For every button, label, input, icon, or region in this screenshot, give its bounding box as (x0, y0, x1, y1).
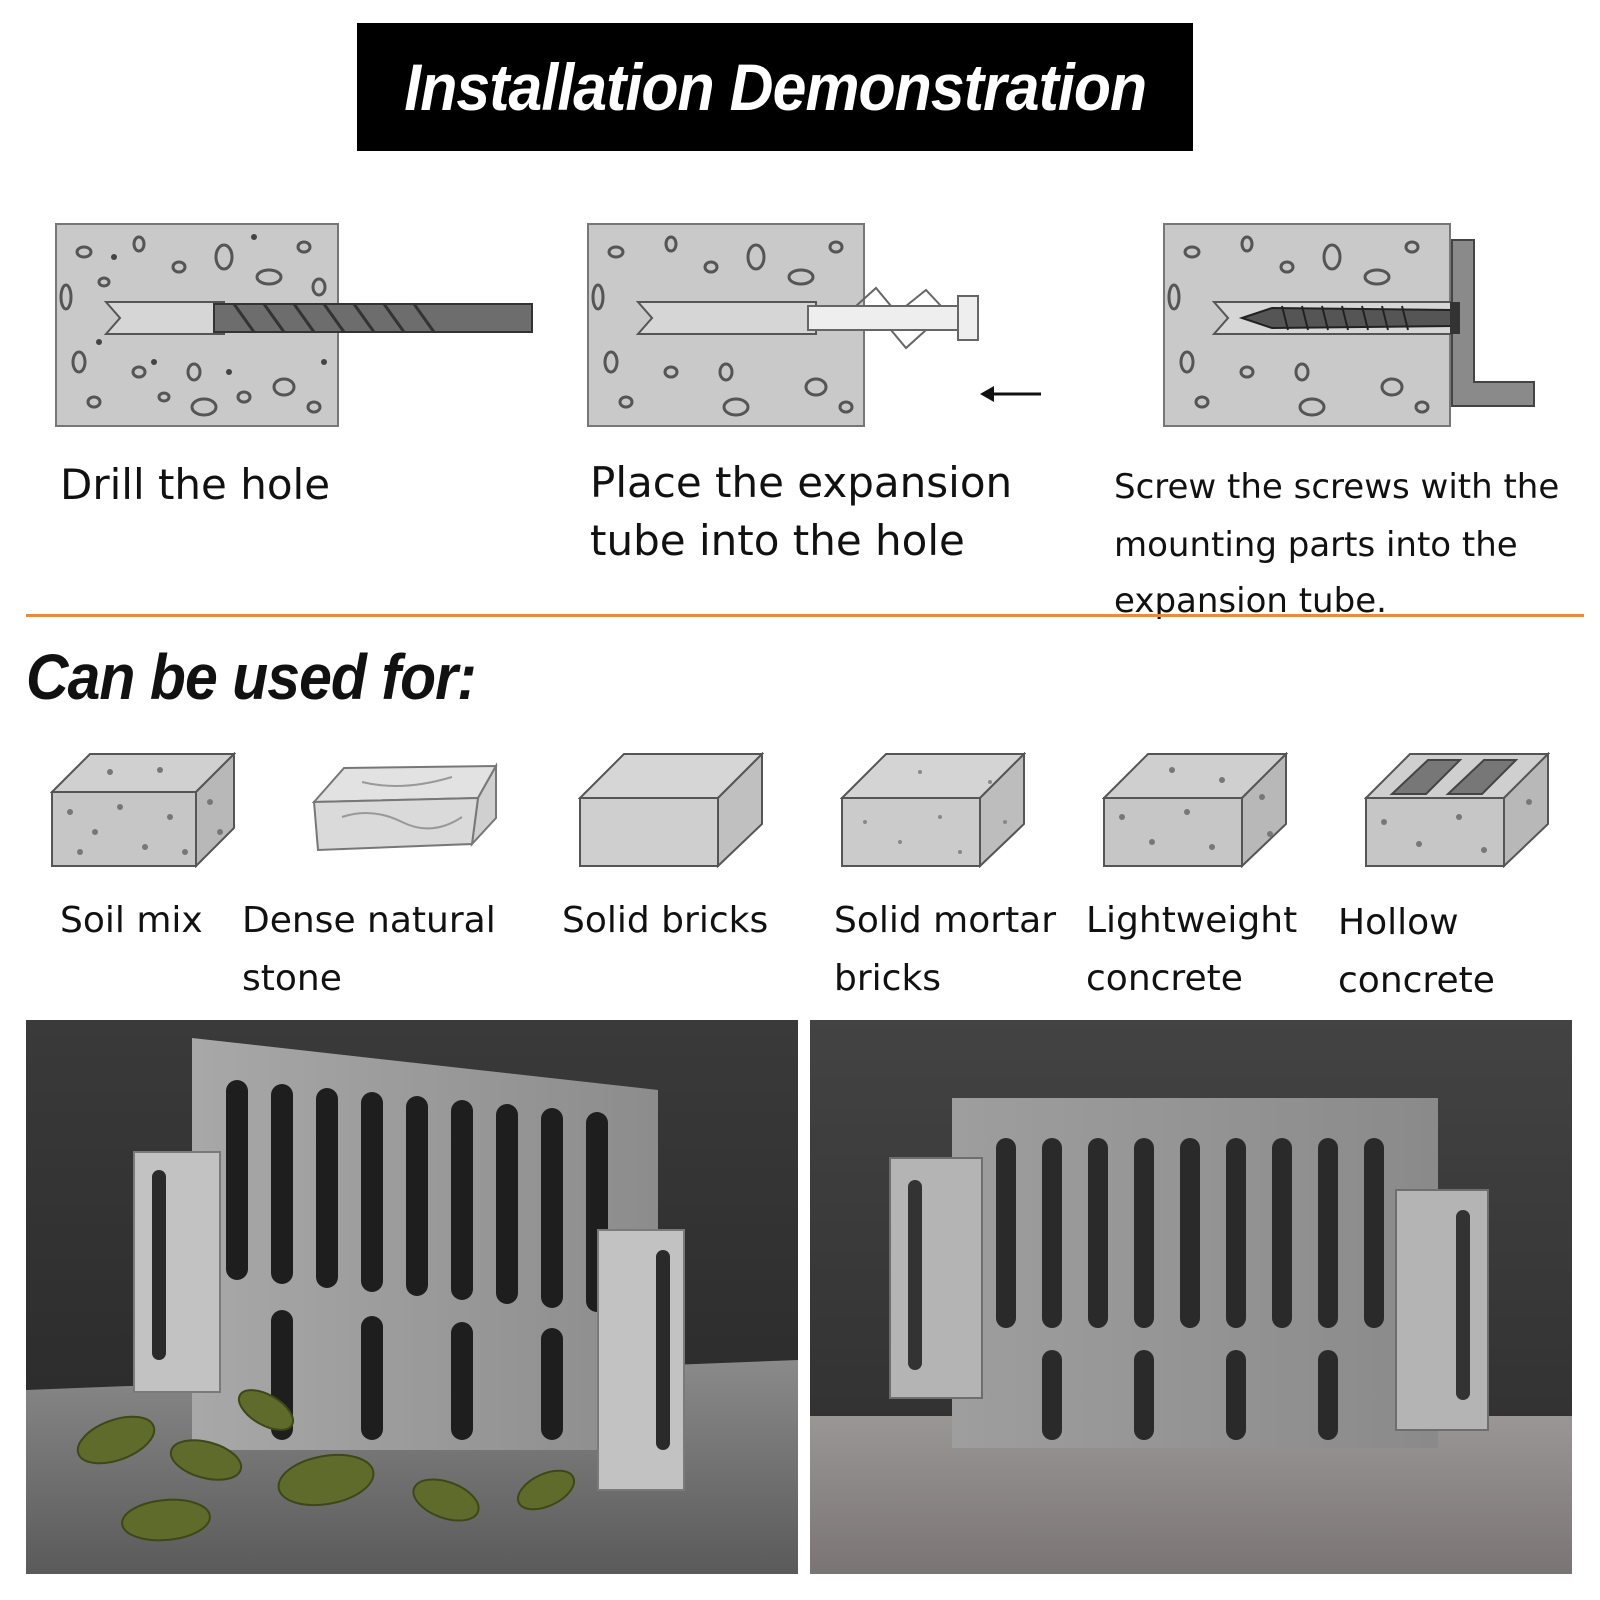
step-2-caption-line2: tube into the hole (590, 516, 965, 565)
material-label-hollow-concrete-bricks: Hollow (1338, 902, 1459, 943)
screw-mounting-illustration (1163, 223, 1535, 427)
material-label-solid-mortar-bricks: Solid mortar (834, 900, 1057, 941)
material-label-lightweight-concrete: Lightweight (1086, 900, 1298, 941)
lightweight-concrete-block-icon (1102, 752, 1288, 868)
section-divider (26, 614, 1584, 617)
material-label-solid-mortar-bricks-line2: bricks (834, 958, 942, 999)
hollow-concrete-brick-block-icon (1364, 752, 1550, 868)
material-label-dense-natural-stone: Dense natural (242, 900, 496, 941)
material-label-dense-natural-stone-line2: stone (242, 958, 342, 999)
section-title: Can be used for: (26, 641, 477, 713)
drill-hole-illustration (55, 223, 533, 427)
title-banner: Installation Demonstration (357, 23, 1193, 151)
solid-brick-block-icon (578, 752, 764, 868)
vent-grille-with-leaves-photo (26, 1020, 798, 1574)
step-1-caption: Drill the hole (60, 460, 331, 509)
expansion-tube-illustration (587, 223, 1041, 427)
step-3-caption-line2: mounting parts into the (1114, 525, 1518, 565)
page-title: Installation Demonstration (404, 50, 1147, 124)
natural-stone-block-icon (312, 762, 498, 852)
step-3-caption-line1: Screw the screws with the (1114, 467, 1560, 507)
step-3-caption-line3: expansion tube. (1114, 581, 1387, 621)
material-label-lightweight-concrete-line2: concrete (1086, 958, 1243, 999)
material-label-solid-bricks: Solid bricks (562, 900, 769, 941)
solid-mortar-brick-block-icon (840, 752, 1026, 868)
vent-grille-photo (810, 1020, 1572, 1574)
step-2-caption-line1: Place the expansion (590, 458, 1013, 507)
material-label-soil-mix: Soil mix (60, 900, 203, 941)
soil-mix-block-icon (50, 752, 236, 868)
